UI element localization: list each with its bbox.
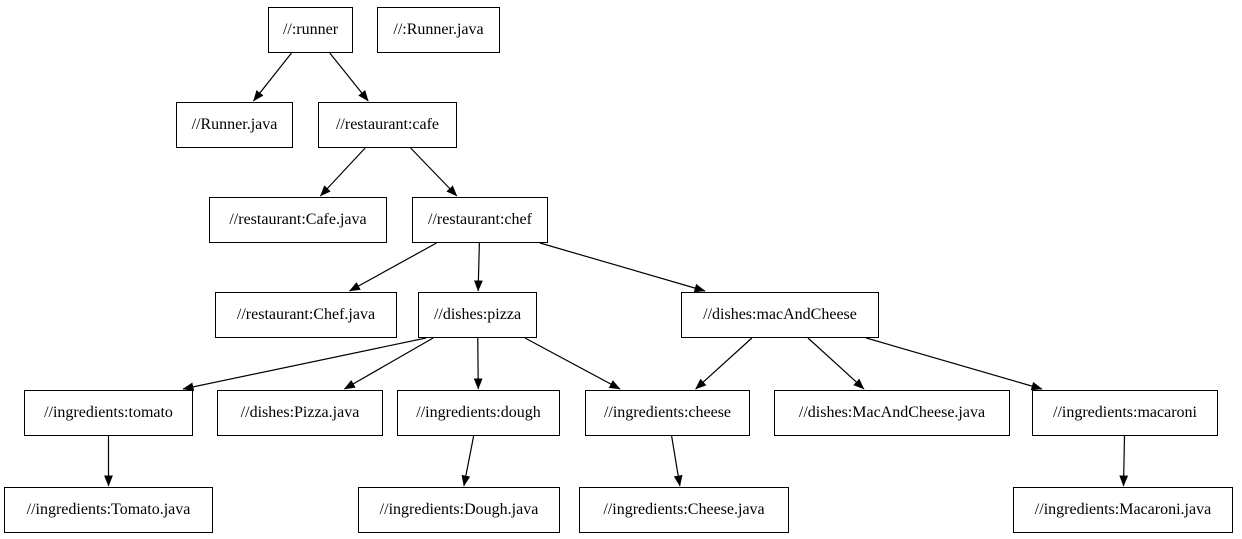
edge-pizza-to-pizza-java	[343, 337, 434, 390]
edge-pizza-to-dough	[473, 337, 483, 390]
node-runner-java: //Runner.java	[176, 102, 293, 148]
node-label: //restaurant:chef	[428, 211, 532, 228]
node-tomato: //ingredients:tomato	[24, 390, 193, 436]
node-label: //dishes:macAndCheese	[703, 306, 857, 323]
edge-cafe-to-chef	[410, 147, 458, 197]
node-chef-java: //restaurant:Chef.java	[215, 292, 397, 338]
node-cafe: //restaurant:cafe	[318, 102, 457, 148]
edge-mac-and-cheese-to-macaroni	[866, 337, 1043, 391]
node-dough-java: //ingredients:Dough.java	[358, 487, 560, 533]
node-label: //Runner.java	[191, 116, 278, 133]
node-pizza: //dishes:pizza	[418, 292, 537, 338]
node-label: //:runner	[282, 21, 339, 38]
edge-pizza-to-tomato	[182, 337, 427, 392]
node-label: //restaurant:Chef.java	[236, 306, 376, 323]
node-label: //ingredients:Tomato.java	[26, 501, 191, 518]
node-label: //ingredients:macaroni	[1053, 404, 1197, 421]
edge-runner-to-runner-java	[253, 52, 292, 102]
node-label: //:Runner.java	[393, 21, 484, 38]
node-pizza-java: //dishes:Pizza.java	[217, 390, 383, 436]
node-label: //dishes:Pizza.java	[240, 404, 360, 421]
node-label: //ingredients:tomato	[44, 404, 173, 421]
node-mac-and-cheese: //dishes:macAndCheese	[681, 292, 879, 338]
node-label: //dishes:MacAndCheese.java	[798, 404, 986, 421]
node-dough: //ingredients:dough	[397, 390, 560, 436]
node-label: //dishes:pizza	[433, 306, 522, 323]
node-cheese-java: //ingredients:Cheese.java	[579, 487, 789, 533]
node-label: //ingredients:cheese	[603, 404, 732, 421]
node-label: //ingredients:Dough.java	[379, 501, 539, 518]
node-cheese: //ingredients:cheese	[585, 390, 750, 436]
node-label: //ingredients:Cheese.java	[603, 501, 765, 518]
edge-chef-to-chef-java	[349, 242, 437, 292]
node-macaroni-java: //ingredients:Macaroni.java	[1013, 487, 1233, 533]
node-label: //restaurant:Cafe.java	[229, 211, 367, 228]
node-runner: //:runner	[268, 7, 353, 53]
node-label: //restaurant:cafe	[335, 116, 440, 133]
node-label: //ingredients:dough	[416, 404, 541, 421]
edge-cheese-to-cheese-java	[671, 435, 683, 487]
edge-mac-and-cheese-to-cheese	[695, 337, 753, 390]
edge-macaroni-to-macaroni-java	[1119, 435, 1129, 487]
edge-chef-to-mac-and-cheese	[539, 242, 706, 293]
edge-dough-to-dough-java	[461, 435, 475, 487]
node-macaroni: //ingredients:macaroni	[1032, 390, 1218, 436]
node-tomato-java: //ingredients:Tomato.java	[4, 487, 213, 533]
edge-cafe-to-cafe-java	[319, 147, 366, 197]
edge-chef-to-pizza	[473, 242, 483, 292]
node-chef: //restaurant:chef	[412, 197, 548, 243]
node-mac-and-cheese-java: //dishes:MacAndCheese.java	[774, 390, 1010, 436]
edge-pizza-to-cheese	[524, 337, 621, 390]
edge-group	[104, 52, 1129, 487]
edge-mac-and-cheese-to-mac-and-cheese-java	[807, 337, 865, 390]
node-root-runner-java: //:Runner.java	[377, 7, 500, 53]
node-cafe-java: //restaurant:Cafe.java	[209, 197, 387, 243]
node-label: //ingredients:Macaroni.java	[1034, 501, 1212, 518]
edge-runner-to-cafe	[329, 52, 369, 102]
